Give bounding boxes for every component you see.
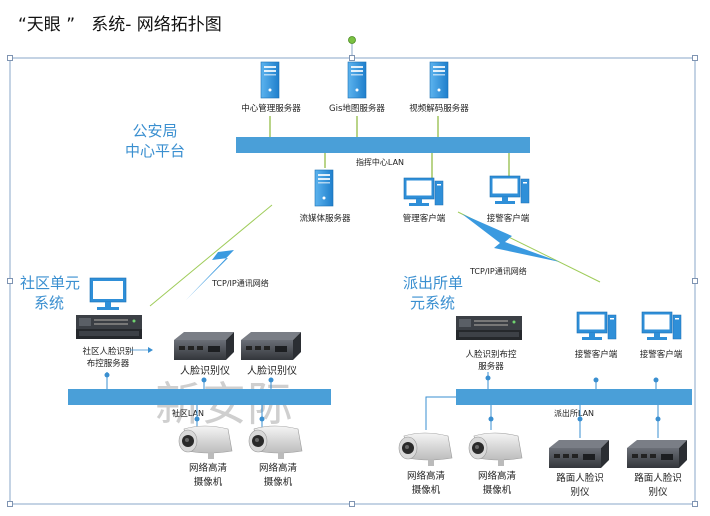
resize-handle[interactable]	[7, 278, 13, 284]
management-client-label: 管理客户端	[403, 213, 446, 224]
platform-title-line2: 中心平台	[125, 142, 185, 160]
community-server-label-line2: 布控服务器	[87, 358, 130, 369]
face-recognizer-icon	[174, 332, 234, 360]
community-server-label-line1: 社区人脸识别	[82, 346, 133, 357]
resize-handle[interactable]	[692, 501, 698, 507]
community-title-line1: 社区单元	[20, 274, 80, 292]
resize-handle[interactable]	[692, 278, 698, 284]
station-client-1-label: 接警客户端	[575, 349, 618, 360]
face-recognizer-2-label: 人脸识别仪	[247, 364, 297, 377]
road-recognizer-2-label-line2: 别仪	[648, 487, 668, 498]
rotate-handle[interactable]	[348, 36, 356, 44]
station-lan-bar	[456, 389, 692, 405]
server-icon	[347, 61, 367, 99]
camera-icon	[178, 425, 233, 460]
streaming-server-label: 流媒体服务器	[299, 213, 351, 224]
community-title-line2: 系统	[34, 294, 64, 312]
center-platform: 中心管理服务器 Gis地图服务器 视频解码服务器 指挥中心LAN 公安局 中心平…	[125, 61, 530, 224]
selection-frame[interactable]	[7, 36, 698, 507]
page-title: “天眼 ” 系统- 网络拓扑图	[18, 15, 222, 35]
rack-server-icon	[76, 315, 142, 339]
station-camera-1-label-line2: 摄像机	[412, 484, 441, 496]
server-icon	[260, 61, 280, 99]
road-recognizer-1-label-line2: 别仪	[570, 487, 590, 498]
resize-handle[interactable]	[349, 55, 355, 61]
gis-map-server-label: Gis地图服务器	[329, 103, 385, 114]
tcpip-link-left: TCP/IP通讯网络	[149, 204, 273, 307]
station-title-line2: 元系统	[410, 294, 455, 312]
tcpip-link-right: TCP/IP通讯网络	[457, 211, 601, 283]
road-recognizer-2-label-line1: 路面人脸识	[634, 472, 682, 484]
command-center-lan-bar	[236, 137, 530, 153]
station-camera-2-label-line1: 网络高清	[478, 470, 517, 482]
face-recognizer-icon	[241, 332, 301, 360]
station-camera-1-label-line1: 网络高清	[407, 470, 446, 482]
tcpip-label-right: TCP/IP通讯网络	[469, 266, 527, 276]
station-lan-label: 派出所LAN	[554, 408, 594, 418]
police-station-unit: 派出所单 元系统 人脸识别布控 服务器 接警客户端 接警客户端 派出所LAN 网…	[398, 274, 692, 498]
camera-icon	[248, 425, 303, 460]
platform-title-line1: 公安局	[132, 122, 177, 140]
pc-icon	[403, 177, 444, 207]
station-client-2-label: 接警客户端	[640, 349, 683, 360]
station-title-line1: 派出所单	[403, 274, 463, 292]
server-icon	[429, 61, 449, 99]
central-management-server-label: 中心管理服务器	[241, 103, 301, 114]
station-camera-2-label-line2: 摄像机	[483, 484, 512, 496]
community-camera-1-label-line2: 摄像机	[194, 476, 223, 488]
community-camera-2-label-line2: 摄像机	[264, 476, 293, 488]
community-lan-bar	[68, 389, 331, 405]
community-unit: 社区单元 系统 社区人脸识别 布控服务器 人脸识别仪 人脸识别仪 社区LAN	[20, 274, 331, 488]
camera-icon	[398, 432, 453, 467]
resize-handle[interactable]	[349, 501, 355, 507]
server-icon	[314, 169, 334, 207]
tcpip-label-left: TCP/IP通讯网络	[211, 278, 269, 288]
resize-handle[interactable]	[7, 55, 13, 61]
community-camera-2-label-line1: 网络高清	[259, 462, 298, 474]
resize-handle[interactable]	[692, 55, 698, 61]
community-camera-1-label-line1: 网络高清	[189, 462, 228, 474]
pc-icon	[489, 175, 530, 205]
community-lan-label: 社区LAN	[172, 408, 204, 418]
road-recognizer-1-label-line1: 路面人脸识	[556, 472, 604, 484]
pc-icon	[576, 311, 617, 341]
rack-server-icon	[456, 316, 522, 340]
command-center-lan-label: 指挥中心LAN	[356, 157, 404, 167]
road-face-recognizer-icon	[549, 440, 609, 468]
road-face-recognizer-icon	[627, 440, 687, 468]
camera-icon	[468, 432, 523, 467]
video-decoding-server-label: 视频解码服务器	[409, 103, 469, 114]
station-server-label-line1: 人脸识别布控	[465, 349, 517, 360]
resize-handle[interactable]	[7, 501, 13, 507]
alarm-client-label: 接警客户端	[487, 213, 530, 224]
pc-icon	[641, 311, 682, 341]
face-recognizer-1-label: 人脸识别仪	[180, 364, 230, 377]
monitor-icon	[89, 277, 127, 310]
station-server-label-line2: 服务器	[478, 361, 504, 372]
